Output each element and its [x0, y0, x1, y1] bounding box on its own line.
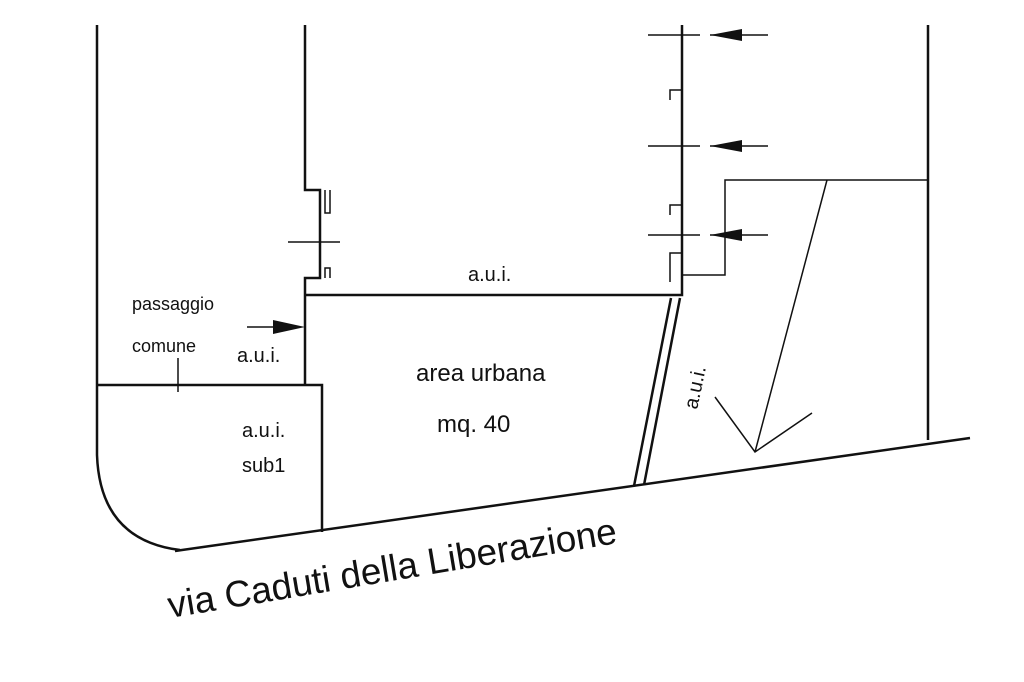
left-wall	[95, 25, 181, 552]
label-aui-sub: a.u.i.	[242, 420, 285, 442]
label-aui-left: a.u.i.	[237, 345, 280, 367]
street-edge	[174, 436, 971, 553]
door-jamb	[669, 89, 682, 100]
area-top-wall	[305, 25, 684, 297]
door-jamb	[669, 252, 682, 282]
label-area-size: mq. 40	[437, 411, 510, 438]
label-comune: comune	[132, 336, 196, 356]
door-jamb	[669, 204, 682, 215]
label-area-urbana: area urbana	[416, 360, 546, 387]
label-aui-top: a.u.i.	[468, 264, 511, 286]
street-name: via Caduti della Liberazione	[165, 510, 620, 625]
diagonal-wall	[632, 297, 682, 487]
central-wall	[303, 25, 322, 385]
slope-arrow	[714, 179, 828, 454]
arrow-group	[247, 29, 768, 334]
door-jamb	[324, 190, 331, 214]
label-sub1: sub1	[242, 455, 285, 477]
label-aui-rotated: a.u.i.	[680, 364, 711, 411]
sub1-wall	[97, 383, 324, 532]
label-passaggio: passaggio	[132, 294, 214, 314]
door-jamb	[324, 267, 331, 278]
